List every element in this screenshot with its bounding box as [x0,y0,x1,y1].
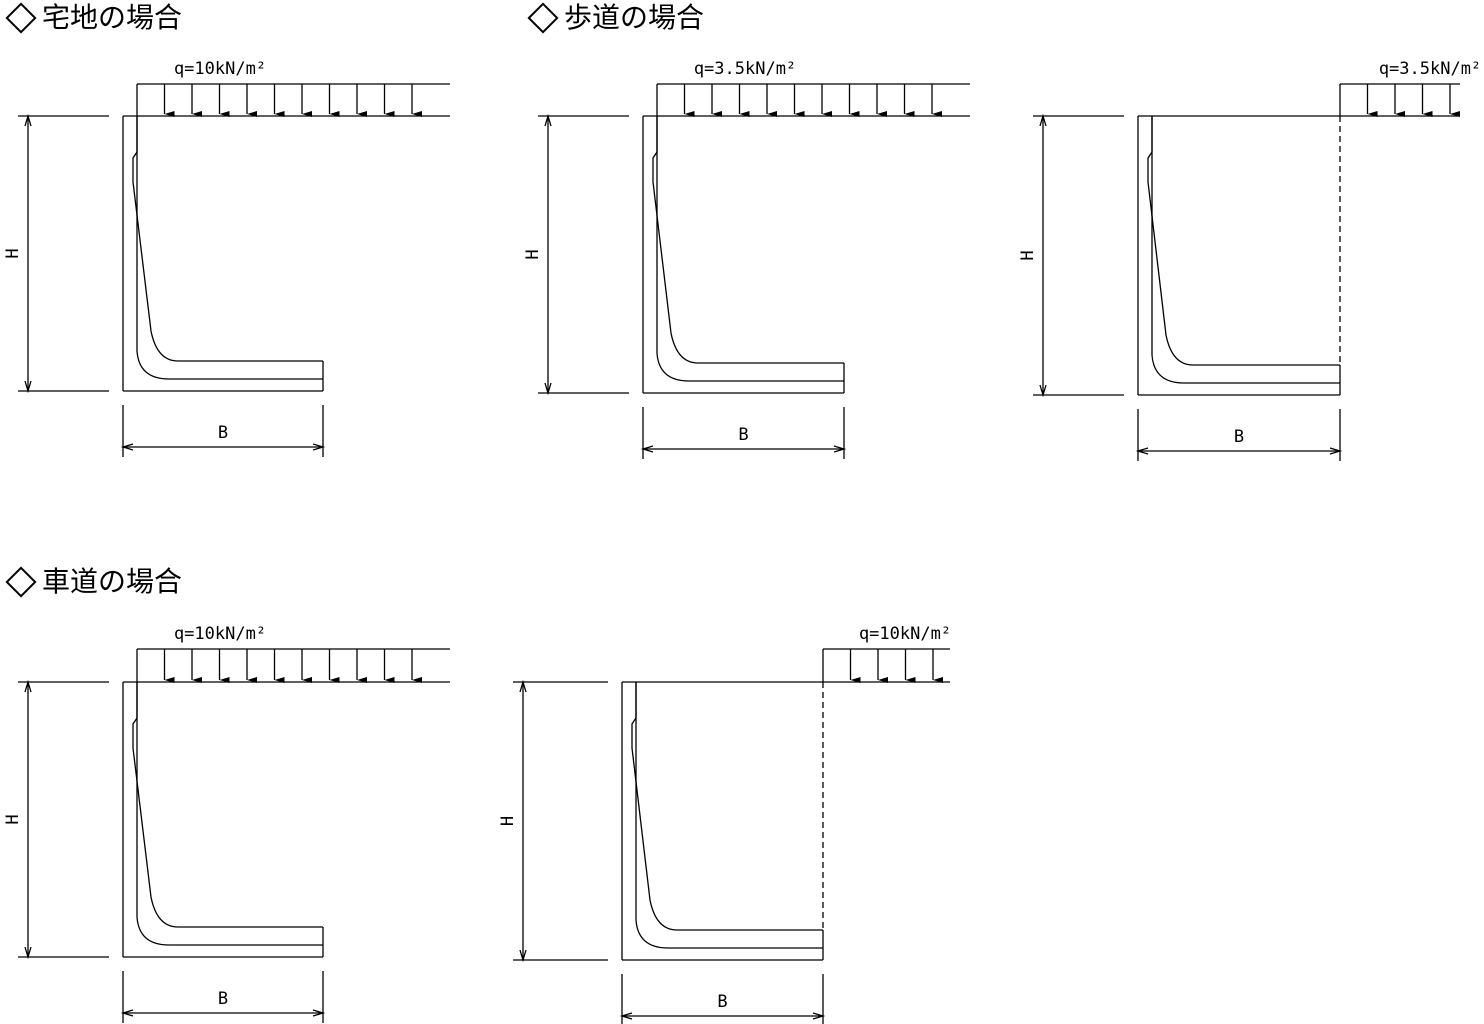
height-arrow-top [24,679,32,693]
width-arrow-right [812,1012,826,1020]
diagram-roadway-full: q=10kN/m² H B [3,624,450,1023]
width-label: B [1234,427,1244,447]
wall-inner-face [132,116,323,362]
load-label: q=10kN/m² [174,624,266,644]
width-label: B [717,992,727,1012]
wall-reinforcement-line [656,116,844,382]
section-title-text: 宅地の場合 [42,1,183,34]
wall-inner-face [132,682,323,928]
height-arrow-bottom [544,382,552,396]
height-label: H [523,249,543,259]
wall-inner-face [631,682,823,931]
load-label: q=10kN/m² [174,59,266,79]
width-arrow-right [1329,447,1343,455]
width-arrow-right [312,443,326,451]
height-label: H [1018,250,1038,260]
height-arrow-top [519,679,527,693]
width-arrow-left [120,1009,134,1017]
load-label: q=10kN/m² [859,624,951,644]
height-arrow-top [1039,113,1047,127]
section-title-roadway: 車道の場合 [5,565,183,598]
width-label: B [218,423,228,443]
section-title-residential: 宅地の場合 [5,1,183,34]
diagram-sidewalk-partial: q=3.5kN/m² H B [1018,59,1481,461]
load-label: q=3.5kN/m² [1379,59,1481,79]
section-title-text: 歩道の場合 [564,1,705,34]
height-label: H [498,816,518,826]
diagram-residential-full: q=10kN/m² H B [3,59,450,457]
load-label: q=3.5kN/m² [694,59,796,79]
width-arrow-right [312,1009,326,1017]
height-arrow-top [544,113,552,127]
section-title-text: 車道の場合 [42,565,183,598]
diagram-sidewalk-full: q=3.5kN/m² H B [523,59,970,459]
width-arrow-left [619,1012,633,1020]
width-arrow-left [120,443,134,451]
width-arrow-left [1135,447,1149,455]
wall-reinforcement-line [136,116,323,380]
width-arrow-right [833,445,847,453]
width-label: B [218,989,228,1009]
height-label: H [3,814,23,824]
height-label: H [3,248,23,258]
height-arrow-bottom [519,949,527,963]
wall-reinforcement-line [1151,116,1340,384]
wall-inner-face [652,116,844,364]
wall-reinforcement-line [635,682,823,949]
height-arrow-bottom [24,946,32,960]
height-arrow-bottom [24,380,32,394]
diagram-roadway-partial: q=10kN/m² H B [498,624,951,1024]
wall-reinforcement-line [136,682,323,946]
width-arrow-left [640,445,654,453]
width-label: B [738,425,748,445]
wall-inner-face [1147,116,1340,366]
height-arrow-top [24,113,32,127]
section-title-sidewalk: 歩道の場合 [527,1,705,34]
height-arrow-bottom [1039,384,1047,398]
